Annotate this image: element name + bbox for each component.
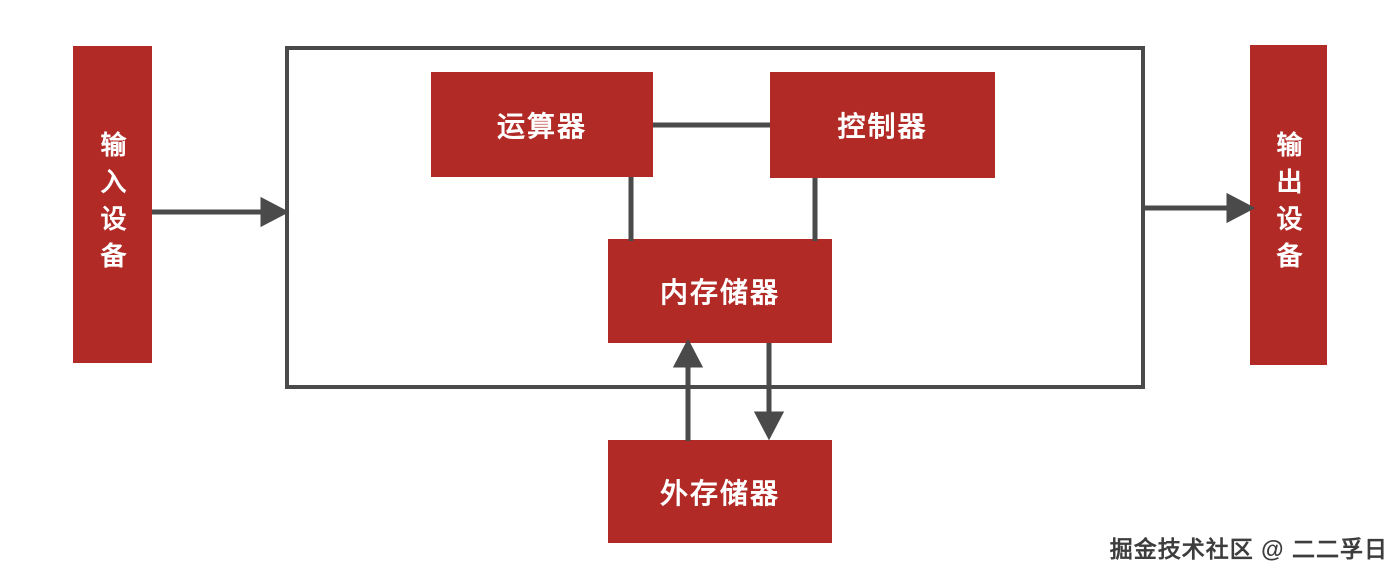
node-input-device-label: 输入设备	[97, 130, 127, 279]
node-alu-label: 运算器	[496, 110, 587, 142]
node-controller: 控制器	[770, 72, 995, 178]
node-external-memory: 外存储器	[608, 440, 832, 543]
watermark: 掘金技术社区 @ 二二孚日	[1109, 536, 1388, 562]
node-external-memory-label: 外存储器	[659, 477, 780, 509]
arrowhead-input-right	[260, 196, 290, 228]
node-main-memory: 内存储器	[608, 239, 832, 343]
arrowhead-output-right	[1226, 192, 1256, 224]
arrowhead-external-down	[753, 411, 785, 441]
node-main-memory-label: 内存储器	[659, 277, 780, 308]
node-output-device: 输出设备	[1250, 45, 1327, 365]
node-alu: 运算器	[431, 72, 653, 177]
node-input-device: 输入设备	[73, 46, 152, 363]
node-controller-label: 控制器	[837, 111, 928, 142]
node-output-device-label: 输出设备	[1273, 131, 1303, 279]
